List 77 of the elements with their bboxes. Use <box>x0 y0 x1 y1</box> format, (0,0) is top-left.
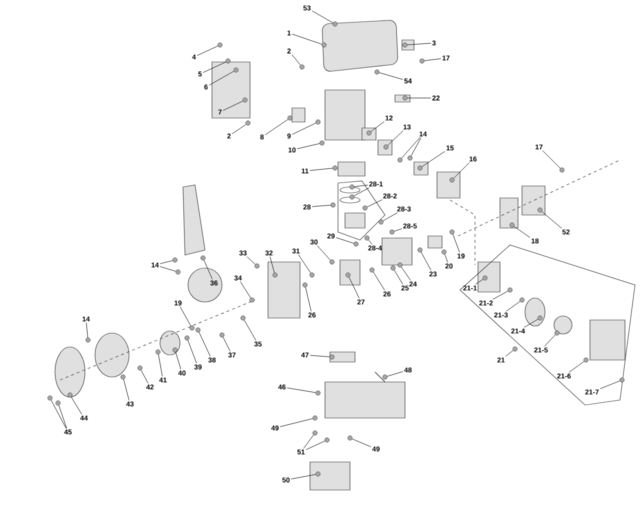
leader-line <box>222 100 244 111</box>
leader-line <box>310 355 330 358</box>
leader-line <box>336 237 354 244</box>
leader-line <box>202 62 226 73</box>
leader-line <box>505 350 514 357</box>
leader-line <box>310 168 333 171</box>
leader-line <box>246 256 256 265</box>
leader-line <box>286 388 316 393</box>
leader-line <box>420 252 432 271</box>
leader-line <box>544 334 556 347</box>
leader-line <box>196 46 218 56</box>
leader-line <box>401 137 420 158</box>
leader-line <box>475 279 484 285</box>
leader-line <box>514 226 530 238</box>
leader-line <box>506 301 520 312</box>
leader-line <box>123 379 130 401</box>
leader-line <box>354 184 368 187</box>
leader-line <box>292 54 301 66</box>
leader-line <box>387 371 404 377</box>
leader-line <box>290 474 316 480</box>
leader-line <box>244 320 256 341</box>
leader-line <box>204 260 213 280</box>
leader-line <box>366 199 383 208</box>
leader-line <box>348 276 360 299</box>
leader-line <box>368 240 372 245</box>
leader-line <box>312 204 331 207</box>
leader-line <box>382 212 398 222</box>
leader-line <box>492 290 508 300</box>
leader-line <box>305 287 312 312</box>
leader-line <box>542 150 561 168</box>
leader-line <box>188 340 197 364</box>
leader-line <box>568 361 584 373</box>
leader-line <box>270 256 275 273</box>
leader-line <box>296 143 320 150</box>
leader-line <box>158 354 163 377</box>
leader-line <box>50 400 66 429</box>
leader-line <box>317 245 331 260</box>
leader-line <box>379 72 404 80</box>
leader-line <box>58 405 67 429</box>
leader-line <box>292 122 316 135</box>
leader-line <box>452 234 460 253</box>
leader-line <box>160 266 176 272</box>
leader-line <box>388 130 404 146</box>
leader-line <box>86 322 88 338</box>
leader-line <box>312 10 334 24</box>
leader-line <box>407 42 432 46</box>
leader-line <box>352 438 372 448</box>
leader-line <box>600 380 620 389</box>
leader-line <box>370 121 384 132</box>
leader-line <box>422 151 446 167</box>
leader-line <box>71 396 82 415</box>
leader-line <box>354 187 370 196</box>
leader-line <box>410 137 422 156</box>
leader-line <box>160 260 173 264</box>
leader-line <box>280 418 313 427</box>
leader-line <box>292 34 322 44</box>
leader-line <box>264 119 288 136</box>
leader-line <box>401 266 411 281</box>
leader-line <box>373 272 385 291</box>
leader-line <box>298 254 311 274</box>
leader-line <box>453 162 470 178</box>
leader-line <box>394 270 404 285</box>
leader-line <box>175 352 182 370</box>
leader-line <box>208 70 234 86</box>
leader-line <box>140 370 148 384</box>
leader-line <box>198 332 211 357</box>
leader-line <box>394 228 402 232</box>
leader-line <box>303 434 314 449</box>
leader-line <box>444 254 448 263</box>
leader-line <box>232 124 246 134</box>
leader-line <box>424 58 442 61</box>
leader-line <box>542 211 562 229</box>
leader-line <box>306 440 326 450</box>
leader-line <box>222 336 230 352</box>
leader-line <box>524 318 538 328</box>
leader-line <box>240 281 251 298</box>
leader-line <box>180 306 192 326</box>
